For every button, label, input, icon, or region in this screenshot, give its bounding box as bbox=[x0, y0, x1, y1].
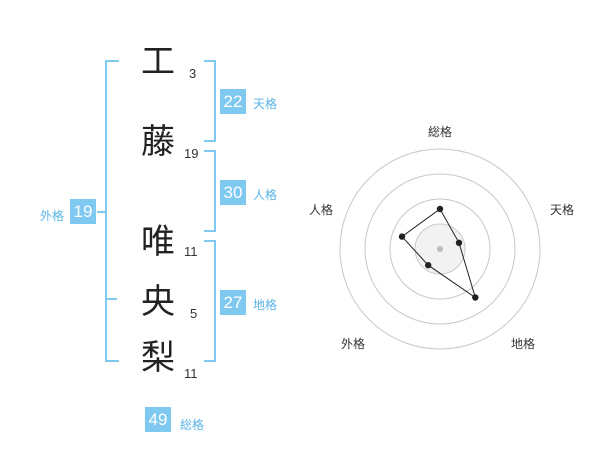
stroke-count-5: 11 bbox=[184, 366, 198, 381]
stroke-count-2: 19 bbox=[184, 146, 199, 161]
chikaku-bracket bbox=[204, 240, 216, 362]
stroke-count-4: 5 bbox=[190, 306, 198, 321]
name-char-3: 唯 bbox=[141, 222, 175, 262]
name-char-4: 央 bbox=[141, 282, 175, 322]
gaikaku-bracket bbox=[105, 60, 119, 362]
tenkaku-bracket bbox=[204, 60, 216, 142]
tenkaku-label: 天格 bbox=[253, 97, 278, 111]
radar-center-dot bbox=[437, 246, 443, 252]
radar-axis-label-jinkaku: 人格 bbox=[309, 203, 334, 217]
gaikaku-bracket-tick bbox=[105, 298, 117, 300]
radar-point-0 bbox=[436, 205, 444, 213]
radar-axis-label-tenkaku: 天格 bbox=[550, 203, 575, 217]
radar-ring bbox=[389, 198, 491, 300]
radar-axis-label-chikaku: 地格 bbox=[511, 337, 536, 351]
radar-ring bbox=[414, 223, 466, 275]
jinkaku-bracket bbox=[204, 150, 216, 232]
chikaku-label: 地格 bbox=[253, 298, 278, 312]
radar-series-polygon bbox=[401, 208, 477, 299]
radar-ring bbox=[364, 173, 516, 325]
name-char-1: 工 bbox=[141, 42, 175, 82]
gaikaku-value-badge: 19 bbox=[70, 199, 96, 224]
soukaku-label: 総格 bbox=[180, 418, 205, 432]
radar-point-4 bbox=[398, 233, 406, 240]
soukaku-value-badge: 49 bbox=[145, 407, 171, 432]
radar-point-2 bbox=[472, 294, 479, 301]
chikaku-value-badge: 27 bbox=[220, 290, 246, 315]
radar-point-3 bbox=[425, 262, 432, 269]
stroke-count-3: 11 bbox=[184, 244, 198, 259]
jinkaku-value-badge: 30 bbox=[220, 180, 246, 205]
name-char-5: 梨 bbox=[141, 338, 175, 378]
stroke-count-1: 3 bbox=[189, 66, 197, 81]
name-char-2: 藤 bbox=[141, 122, 175, 162]
radar-ring bbox=[339, 148, 541, 350]
gaikaku-bracket-stem bbox=[97, 211, 105, 213]
radar-point-1 bbox=[455, 239, 463, 246]
jinkaku-label: 人格 bbox=[253, 188, 278, 202]
gaikaku-label: 外格 bbox=[40, 209, 65, 223]
radar-axis-label-soukaku: 総格 bbox=[428, 125, 453, 139]
radar-axis-label-gaikaku: 外格 bbox=[341, 337, 366, 351]
tenkaku-value-badge: 22 bbox=[220, 89, 246, 114]
